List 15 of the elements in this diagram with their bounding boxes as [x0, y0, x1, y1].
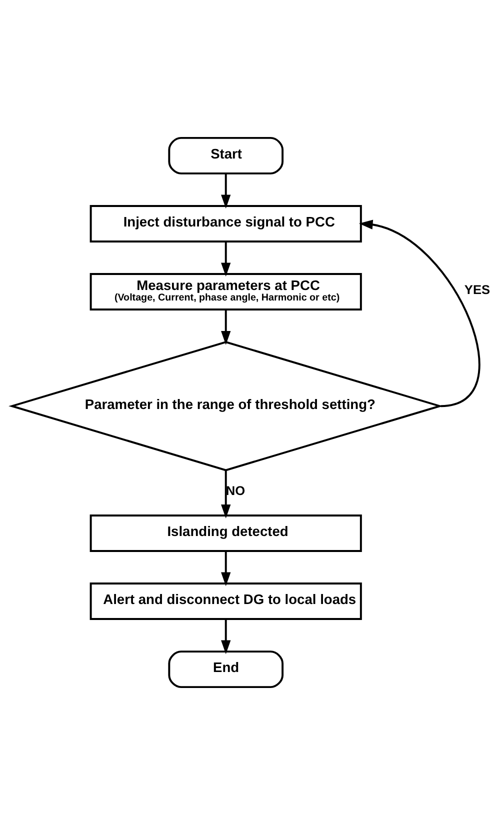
arrow	[221, 310, 231, 345]
arrow	[358, 220, 480, 408]
node-box: Inject disturbance signal to PCC	[90, 204, 362, 242]
arrow	[221, 619, 231, 654]
arrow	[221, 174, 231, 209]
node-box: End	[168, 650, 284, 688]
arrow	[221, 551, 231, 586]
edge-label: YES	[464, 282, 490, 298]
node-box: Measure parameters at PCC (Voltage, Current, phase angle, Harmonic or etc)	[90, 273, 362, 310]
node-box: Start	[168, 136, 284, 174]
node-box: Alert and disconnect DG to local loads	[90, 582, 362, 620]
node-diamond: Parameter in the range of threshold setting?	[8, 340, 444, 472]
arrow	[221, 242, 231, 277]
node-box: Islanding detected	[90, 514, 362, 552]
arrow	[221, 470, 231, 518]
